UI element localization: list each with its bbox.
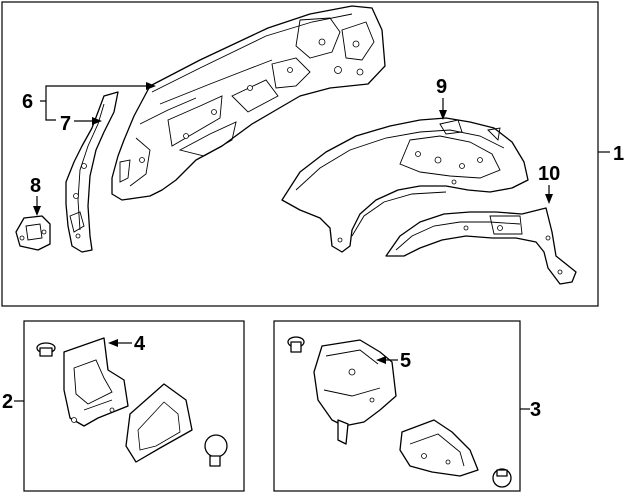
callout-8: 8 <box>30 175 41 197</box>
subassembly-2-frame <box>23 320 245 492</box>
callout-2: 2 <box>2 391 13 413</box>
part-10-arch-reinforcement <box>385 207 577 285</box>
subassembly-3-frame <box>273 320 521 492</box>
callout-5: 5 <box>400 350 411 372</box>
callout-9: 9 <box>436 76 447 98</box>
callout-3: 3 <box>530 399 541 421</box>
callout-7-arrow <box>92 117 102 125</box>
callout-5-arrow <box>376 356 386 364</box>
part-7-reinforcement <box>65 91 119 253</box>
part-9-wheelhouse-outer <box>281 117 529 253</box>
part-5-rear-bracket <box>313 339 397 445</box>
callout-7: 7 <box>60 113 71 135</box>
callout-4-arrow <box>108 339 118 347</box>
part-2-fastener-bolt <box>36 342 56 357</box>
part-6-wheelhouse-panel <box>111 5 386 201</box>
part-2-push-clip <box>204 434 228 467</box>
main-assembly-frame <box>1 1 599 307</box>
callout-1: 1 <box>613 143 624 165</box>
part-2-frame-bracket <box>125 383 193 463</box>
callout-6-arrow-upper <box>146 82 156 90</box>
callout-6-leader-upper <box>40 85 146 102</box>
callout-9-arrow <box>439 110 447 120</box>
callout-10: 10 <box>538 163 560 185</box>
part-8-bracket <box>15 215 51 251</box>
callout-6: 6 <box>22 91 33 113</box>
callout-4: 4 <box>134 333 146 355</box>
callout-10-arrow <box>545 194 553 204</box>
callout-8-arrow <box>33 206 41 216</box>
callout-6-leader-lower <box>45 101 56 121</box>
part-3-lower-bracket <box>399 419 479 477</box>
part-3-push-clip <box>492 468 512 488</box>
part-3-fastener-bolt <box>287 336 305 353</box>
part-4-side-panel <box>63 337 129 427</box>
